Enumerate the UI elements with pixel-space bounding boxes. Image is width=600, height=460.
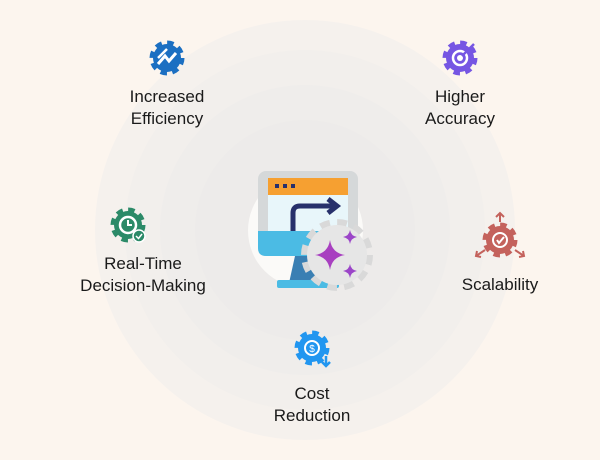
benefit-label: Decision-Making — [80, 276, 206, 295]
clock-gear-icon — [110, 207, 146, 243]
benefit-label: Higher — [434, 87, 486, 106]
scalability-gear-icon — [474, 211, 526, 258]
svg-text:$: $ — [309, 344, 315, 355]
target-gear-icon — [442, 40, 478, 76]
benefit-label: Accuracy — [425, 109, 495, 128]
efficiency-gear-icon — [149, 40, 185, 76]
benefit-label: Increased — [129, 87, 205, 106]
benefit-item: Scalability — [462, 274, 539, 296]
benefit-label: Efficiency — [130, 109, 204, 128]
benefit-label: Reduction — [273, 406, 351, 425]
benefit-label: Real-Time — [104, 254, 182, 273]
ai-automation-monitor-icon — [258, 171, 373, 291]
benefit-label: Cost — [294, 384, 330, 403]
benefit-label: Scalability — [461, 275, 539, 294]
dollar-gear-icon: $ — [294, 330, 331, 368]
